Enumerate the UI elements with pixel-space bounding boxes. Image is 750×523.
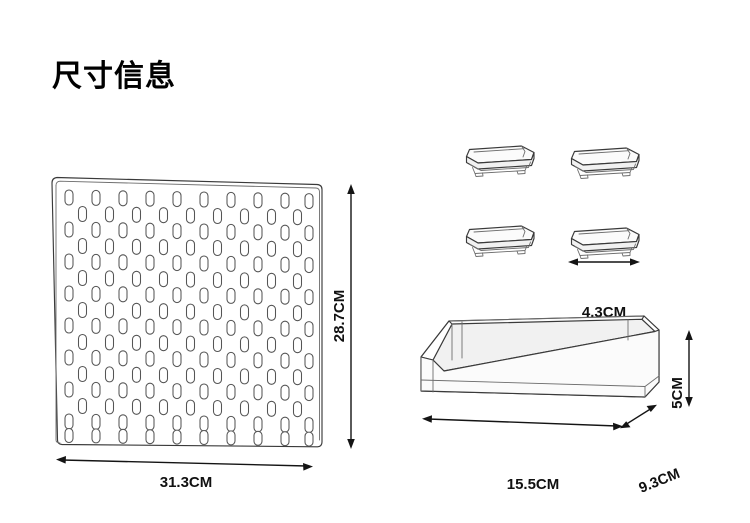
- pegboard-panel: [51, 176, 323, 448]
- pegboard-height-label: 28.7CM: [331, 290, 348, 343]
- tray-height-label: 5CM: [669, 377, 686, 409]
- tray-width-dimension: 15.5CM: [422, 415, 623, 493]
- pegboard-width-dimension: 31.3CM: [56, 456, 313, 491]
- mounting-clip-top-left: [465, 145, 535, 178]
- tray-height-dimension: 5CM: [669, 330, 693, 409]
- mounting-clip-bottom-right: [570, 227, 640, 260]
- clip-width-dimension: 4.3CM: [568, 258, 640, 321]
- page-title: 尺寸信息: [52, 60, 176, 93]
- storage-tray: [420, 315, 660, 398]
- tray-width-label: 15.5CM: [507, 476, 560, 493]
- tray-depth-label: 9.3CM: [637, 466, 683, 497]
- tray-depth-dimension: 9.3CM: [620, 404, 683, 497]
- pegboard-slot-grid: [64, 189, 314, 447]
- mounting-clip-bottom-left: [465, 225, 535, 258]
- pegboard-height-dimension: 28.7CM: [331, 184, 355, 449]
- mounting-clip-top-right: [570, 147, 640, 180]
- pegboard-width-label: 31.3CM: [160, 474, 213, 491]
